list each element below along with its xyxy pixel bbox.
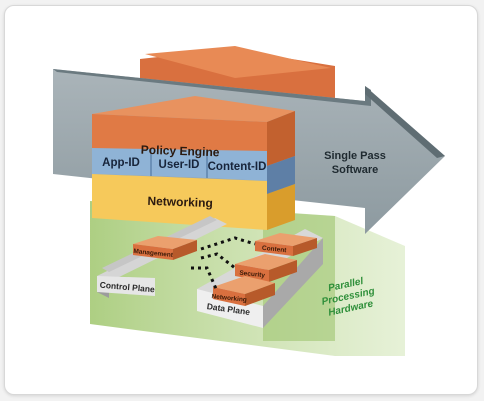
networking-module bbox=[213, 276, 275, 306]
content-module bbox=[255, 233, 317, 256]
networking-module-label: Networking bbox=[211, 293, 247, 304]
management-module bbox=[133, 236, 197, 260]
content-id-label: Content-ID bbox=[208, 161, 267, 173]
id-layer bbox=[92, 148, 295, 194]
user-id-label: User-ID bbox=[159, 159, 200, 171]
policy-engine-label: Policy Engine bbox=[141, 143, 220, 160]
app-id-label: App-ID bbox=[102, 157, 140, 169]
content-module-label: Content bbox=[262, 245, 288, 255]
control-plane-label: Control Plane bbox=[99, 280, 155, 295]
networking-layer bbox=[92, 174, 295, 230]
interconnect-dots bbox=[191, 236, 256, 292]
arrow-label-line2: Software bbox=[332, 164, 378, 176]
arrow-label-line1: Single Pass bbox=[324, 150, 386, 162]
diagram-card: Policy Engine App-ID User-ID Content-ID … bbox=[4, 5, 478, 395]
networking-label: Networking bbox=[147, 194, 213, 210]
security-module-label: Security bbox=[239, 270, 266, 280]
management-module-label: Management bbox=[133, 248, 174, 259]
single-pass-diagram: Policy Engine App-ID User-ID Content-ID … bbox=[53, 46, 445, 356]
